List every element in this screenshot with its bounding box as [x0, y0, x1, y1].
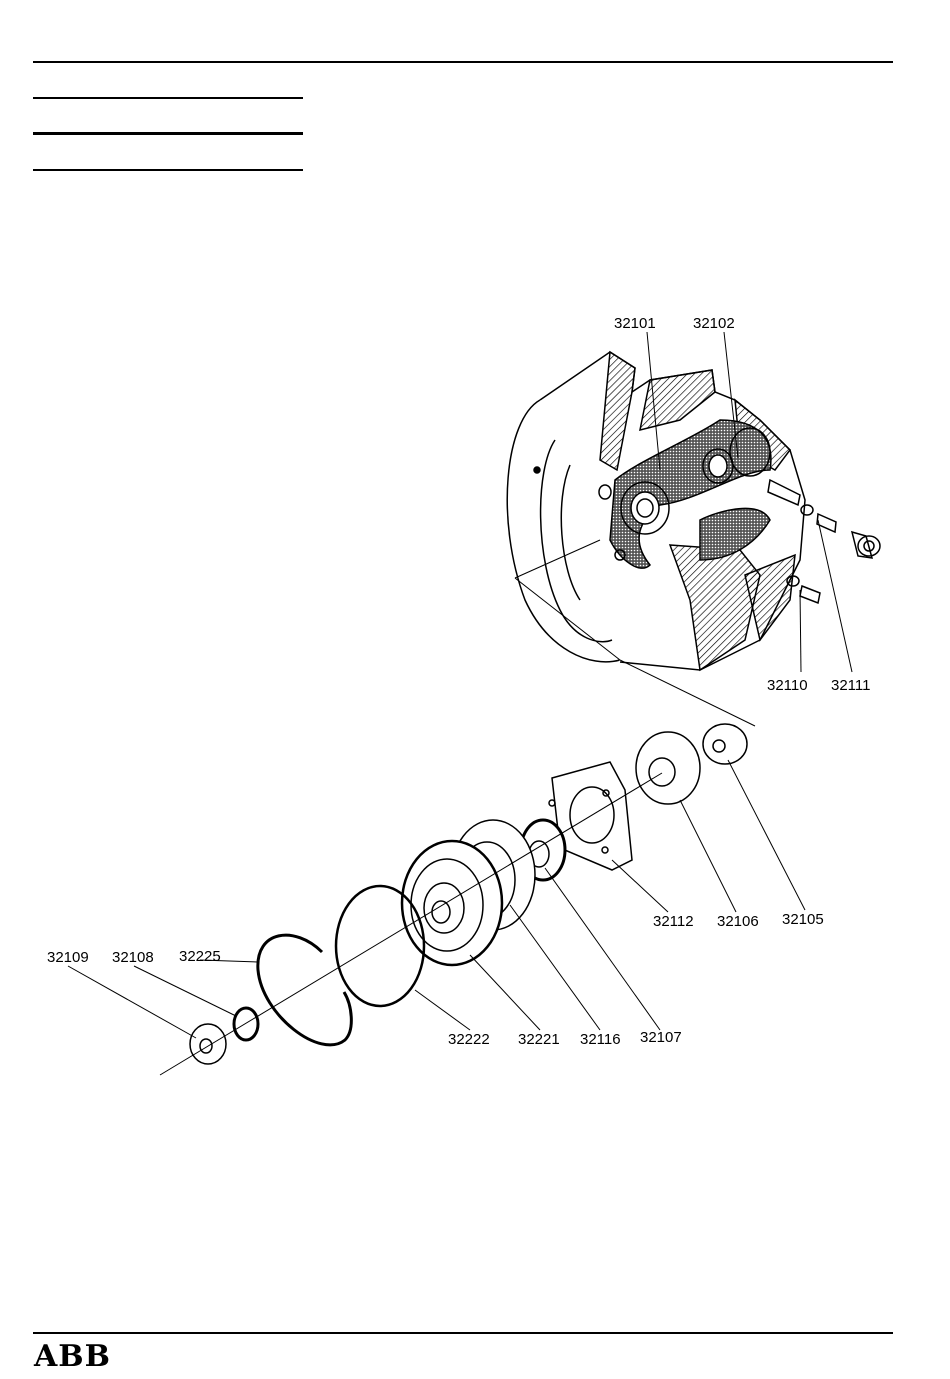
- label-32107: 32107: [640, 1029, 682, 1046]
- footer-rule: [33, 1332, 893, 1334]
- label-32106: 32106: [717, 913, 759, 930]
- label-32101: 32101: [614, 315, 656, 332]
- label-32105: 32105: [782, 911, 824, 928]
- label-32222: 32222: [448, 1031, 490, 1048]
- label-32112: 32112: [653, 913, 694, 930]
- label-32109: 32109: [47, 949, 89, 966]
- label-32102: 32102: [693, 315, 735, 332]
- label-32221: 32221: [518, 1031, 560, 1048]
- exploded-parts: [190, 724, 747, 1064]
- label-32111: 32111: [831, 677, 871, 694]
- label-32116: 32116: [580, 1031, 621, 1048]
- label-32110: 32110: [767, 677, 808, 694]
- label-32225: 32225: [179, 948, 221, 965]
- label-32108: 32108: [112, 949, 154, 966]
- abb-logo: ABB: [34, 1342, 111, 1372]
- housing-cutaway: [507, 352, 880, 670]
